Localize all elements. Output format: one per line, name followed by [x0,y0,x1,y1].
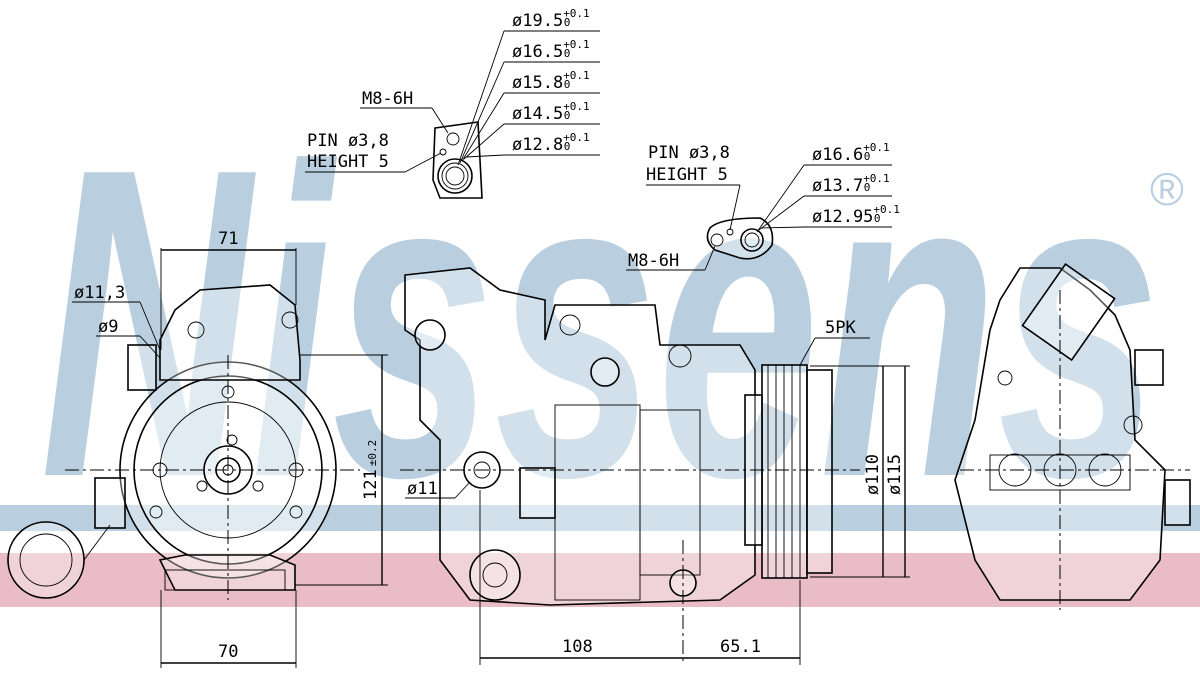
dim-pulley-d115: ø115 [885,454,905,495]
discharge-pin-height-label: HEIGHT 5 [646,165,728,185]
suction-thread-label: M8-6H [362,89,413,109]
discharge-thread-label: M8-6H [628,251,679,271]
dim-pulley-d110: ø110 [863,454,883,495]
dim-front-width-bottom: 70 [218,642,238,662]
dim-hole-11-3: ø11,3 [74,283,125,303]
suction-pin-label: PIN ø3,8 [307,131,389,151]
dim-length-65-1: 65.1 [720,637,761,657]
dim-hole-9: ø9 [98,317,118,337]
dim-front-width-top: 71 [218,229,238,249]
pulley-type-label: 5PK [825,318,856,338]
leader-line [758,195,805,231]
brand-watermark-logo: Nissens [40,78,1160,569]
leader-line [465,154,505,158]
leader-line [461,92,505,162]
leader-line [463,123,505,160]
dim-front-height: 121±0.2 [361,440,381,500]
side-dimensions: 108 65.1 ø11 5PK ø110 ø115 [405,318,910,665]
watermark-pink-band [0,553,1200,607]
watermark-blue-band [0,505,1200,531]
side-view [400,267,860,665]
leader-line [457,30,505,166]
rear-view [954,263,1191,610]
front-dimensions: 71 70 121±0.2 ø11,3 ø9 [72,229,388,668]
leader-line [756,164,805,233]
dim-length-108: 108 [562,637,593,657]
suction-pin-height-label: HEIGHT 5 [307,152,389,172]
discharge-pin-label: PIN ø3,8 [648,143,730,163]
registered-mark: ® [1150,163,1184,215]
leader-line [459,61,505,164]
leader-line [760,226,805,229]
front-view [7,284,360,600]
dim-mount-hole-11: ø11 [407,479,438,499]
